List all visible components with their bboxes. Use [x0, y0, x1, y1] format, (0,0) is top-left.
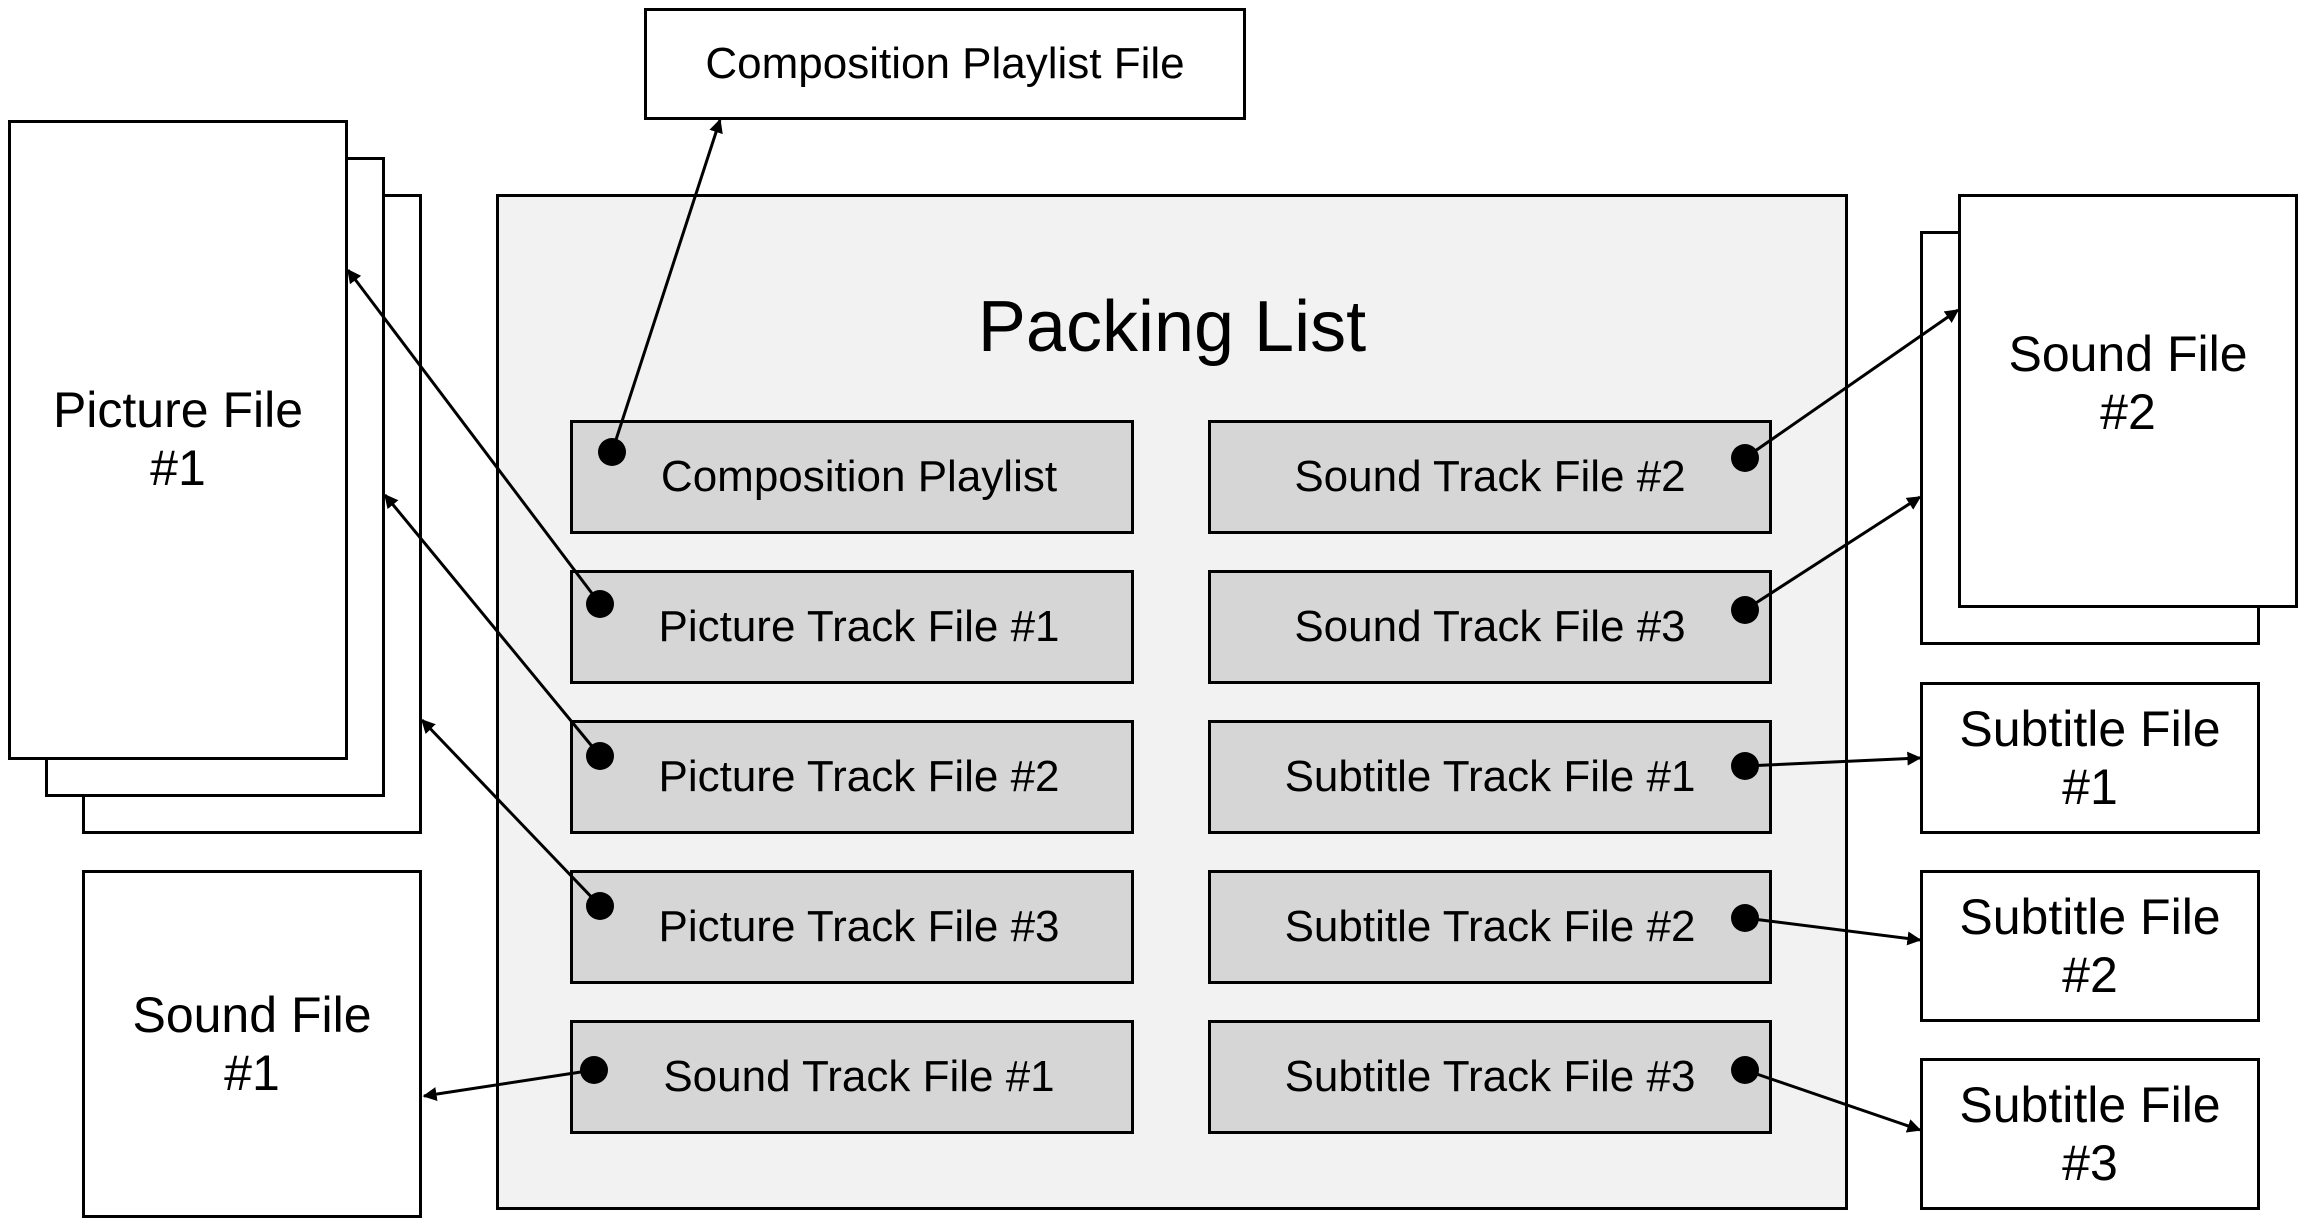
- entry-picture-track-2-label: Picture Track File #2: [658, 752, 1060, 801]
- sound-file-1-box: Sound File #1: [82, 870, 422, 1218]
- picture-file-box: Picture File #1: [8, 120, 348, 760]
- entry-sound-track-2: Sound Track File #2: [1208, 420, 1772, 534]
- entry-subtitle-track-2: Subtitle Track File #2: [1208, 870, 1772, 984]
- subtitle-file-3-label: Subtitle File #3: [1959, 1077, 2221, 1191]
- entry-sound-track-3: Sound Track File #3: [1208, 570, 1772, 684]
- entry-picture-track-1-label: Picture Track File #1: [658, 602, 1060, 651]
- entry-composition-playlist-label: Composition Playlist: [660, 452, 1058, 501]
- entry-picture-track-2: Picture Track File #2: [570, 720, 1134, 834]
- subtitle-file-3-box: Subtitle File #3: [1920, 1058, 2260, 1210]
- entry-sound-track-3-label: Sound Track File #3: [1294, 602, 1686, 651]
- entry-subtitle-track-3-label: Subtitle Track File #3: [1284, 1052, 1696, 1101]
- entry-sound-track-1-label: Sound Track File #1: [663, 1052, 1055, 1101]
- composition-playlist-file-label: Composition Playlist File: [705, 39, 1185, 88]
- subtitle-file-1-label: Subtitle File #1: [1959, 701, 2221, 815]
- entry-subtitle-track-1-label: Subtitle Track File #1: [1284, 752, 1696, 801]
- subtitle-file-1-box: Subtitle File #1: [1920, 682, 2260, 834]
- sound-file-1-label: Sound File #1: [132, 987, 372, 1101]
- entry-sound-track-2-label: Sound Track File #2: [1294, 452, 1686, 501]
- subtitle-file-2-box: Subtitle File #2: [1920, 870, 2260, 1022]
- entry-sound-track-1: Sound Track File #1: [570, 1020, 1134, 1134]
- packing-list-title: Packing List: [977, 287, 1367, 367]
- entry-subtitle-track-3: Subtitle Track File #3: [1208, 1020, 1772, 1134]
- subtitle-file-2-label: Subtitle File #2: [1959, 889, 2221, 1003]
- entry-subtitle-track-1: Subtitle Track File #1: [1208, 720, 1772, 834]
- entry-picture-track-3-label: Picture Track File #3: [658, 902, 1060, 951]
- entry-composition-playlist: Composition Playlist: [570, 420, 1134, 534]
- entry-subtitle-track-2-label: Subtitle Track File #2: [1284, 902, 1696, 951]
- sound-file-2-box: Sound File #2: [1958, 194, 2298, 608]
- sound-file-2-label: Sound File #2: [2008, 326, 2248, 440]
- picture-file-label: Picture File #1: [52, 382, 304, 496]
- composition-playlist-file-box: Composition Playlist File: [644, 8, 1246, 120]
- entry-picture-track-3: Picture Track File #3: [570, 870, 1134, 984]
- entry-picture-track-1: Picture Track File #1: [570, 570, 1134, 684]
